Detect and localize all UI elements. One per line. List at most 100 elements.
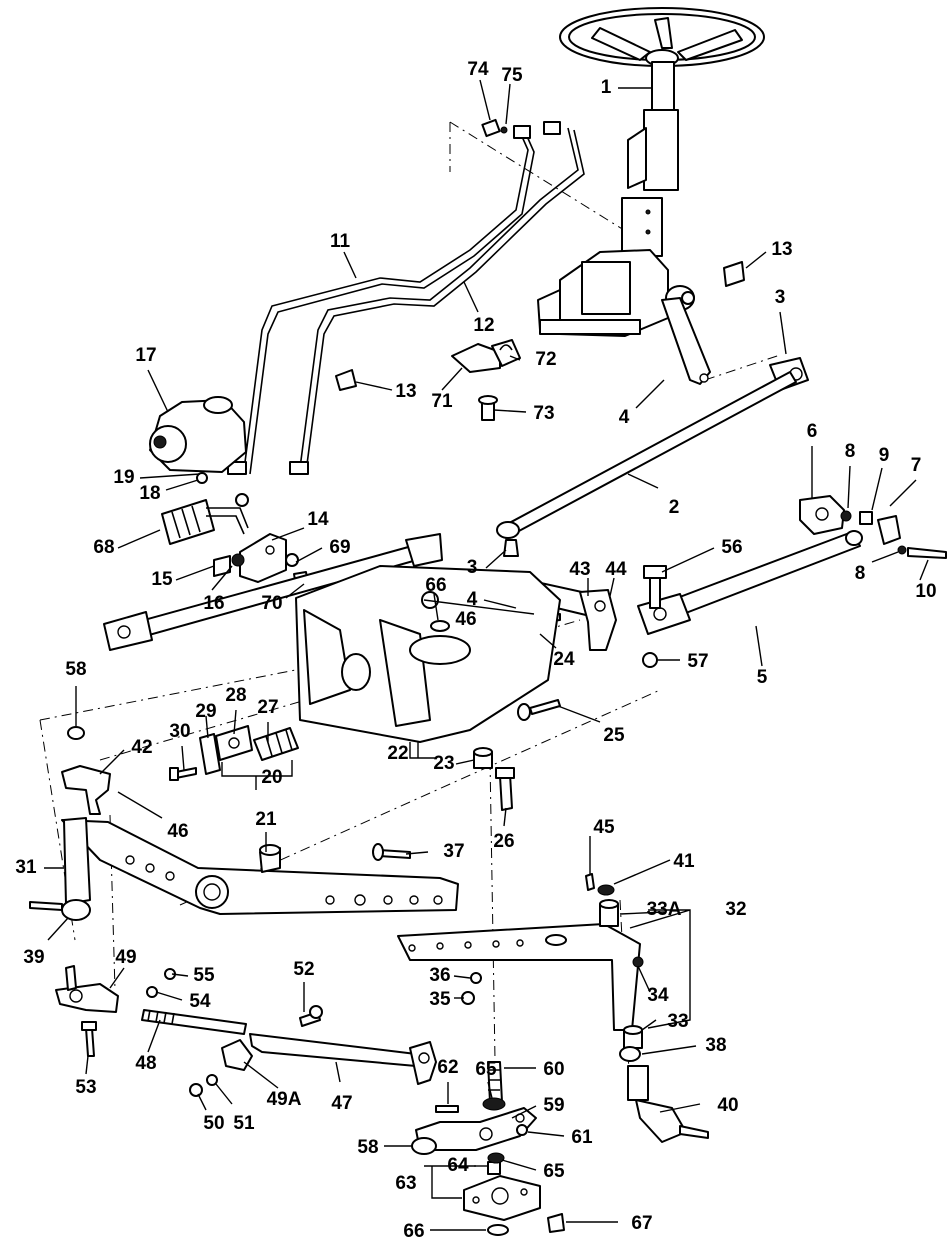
callout-31: 31: [15, 857, 37, 878]
clip-13-upper: [723, 261, 745, 287]
bolt-56: [643, 565, 667, 609]
center-arm-59: [415, 1107, 537, 1151]
threaded-rod-48: [141, 1009, 247, 1035]
callout-4: 4: [619, 407, 630, 428]
callout-68: 68: [93, 537, 114, 558]
fitting-74: [481, 118, 501, 138]
bolt-73: [478, 395, 498, 421]
callout-13: 13: [395, 381, 416, 402]
plug-66-lower: [487, 1224, 509, 1236]
callout-44: 44: [605, 559, 627, 580]
callout-21: 21: [255, 809, 277, 830]
washer-41-45: [585, 873, 615, 896]
callout-72: 72: [535, 349, 556, 370]
bushing-23: [473, 747, 493, 769]
callout-30: 30: [169, 721, 190, 742]
callout-48: 48: [135, 1053, 156, 1074]
callout-59: 59: [543, 1095, 564, 1116]
callout-70: 70: [261, 593, 282, 614]
drag-link-2: [496, 371, 797, 539]
callout-58: 58: [65, 659, 86, 680]
callout-53: 53: [75, 1077, 96, 1098]
callout-64: 64: [447, 1155, 469, 1176]
washer-38: [619, 1046, 641, 1062]
pitman-arm: [661, 297, 711, 385]
callout-29: 29: [195, 701, 216, 722]
hydraulic-line-12: [299, 127, 585, 473]
callout-47: 47: [331, 1093, 352, 1114]
callout-42: 42: [131, 737, 152, 758]
callout-1: 1: [601, 77, 612, 98]
washer-65-lower: [487, 1152, 505, 1164]
callout-73: 73: [533, 403, 554, 424]
callout-67: 67: [631, 1213, 652, 1234]
callouts: 1 2 3 3 4 4 5 6 7 8 8 9 10 11 12 13 13 1…: [15, 59, 936, 1242]
bolt-53: [81, 1021, 97, 1057]
washer-65-upper: [482, 1097, 506, 1111]
callout-50: 50: [203, 1113, 224, 1134]
callout-74: 74: [467, 59, 489, 80]
callout-17: 17: [135, 345, 156, 366]
clip-13-lower: [335, 369, 357, 391]
callout-35: 35: [429, 989, 451, 1010]
bushing-21: [259, 844, 281, 873]
steering-wheel: [559, 7, 765, 67]
bracket-6: [799, 495, 845, 535]
callout-23: 23: [433, 753, 454, 774]
fittings-54-55: [146, 968, 176, 998]
plug-66-upper: [430, 620, 450, 632]
callout-36: 36: [429, 965, 450, 986]
callout-41: 41: [673, 851, 695, 872]
callout-39: 39: [23, 947, 44, 968]
callout-57: 57: [687, 651, 708, 672]
bracket-14: [239, 533, 287, 583]
spindle-40: [627, 1065, 709, 1143]
callout-49: 49: [115, 947, 136, 968]
callout-5: 5: [757, 667, 768, 688]
bushing-64: [487, 1161, 501, 1175]
line-end-fittings: [227, 121, 561, 475]
callout-11: 11: [330, 231, 351, 252]
callout-46: 46: [167, 821, 188, 842]
filter-68: [161, 499, 249, 545]
leader-lines: [44, 79, 929, 1231]
nut-58-upper: [67, 726, 85, 740]
nuts-50-51: [189, 1074, 218, 1097]
callout-6: 6: [807, 421, 818, 442]
callout-13: 13: [771, 239, 792, 260]
ball-stud-3: [503, 539, 519, 557]
callout-3: 3: [467, 557, 478, 578]
front-axle-20: [61, 819, 459, 915]
bolt-37: [372, 843, 411, 861]
callout-58: 58: [357, 1137, 378, 1158]
callout-37: 37: [443, 841, 464, 862]
bolt-26: [495, 767, 515, 811]
axle-support-22: [295, 565, 561, 743]
callout-3: 3: [775, 287, 786, 308]
callout-71: 71: [431, 391, 453, 412]
callout-24: 24: [553, 649, 575, 670]
callout-49A: 49A: [267, 1089, 302, 1110]
callout-15: 15: [151, 569, 173, 590]
callout-46: 46: [455, 609, 476, 630]
arm-42: [61, 765, 111, 815]
callout-55: 55: [193, 965, 215, 986]
fitting-61: [516, 1124, 528, 1136]
callout-9: 9: [879, 445, 890, 466]
callout-33: 33: [667, 1011, 688, 1032]
callout-18: 18: [139, 483, 160, 504]
callout-52: 52: [293, 959, 314, 980]
callout-28: 28: [225, 685, 246, 706]
callout-34: 34: [647, 985, 669, 1006]
callout-10: 10: [915, 581, 936, 602]
callout-2: 2: [669, 497, 680, 518]
callout-16: 16: [203, 593, 224, 614]
plate-29: [199, 733, 221, 775]
callout-38: 38: [705, 1035, 726, 1056]
pivot-pin-27: [253, 727, 299, 761]
callout-56: 56: [721, 537, 742, 558]
fittings-15-16-69-70: [213, 553, 309, 587]
bolt-34: [632, 956, 644, 968]
callout-60: 60: [543, 1059, 564, 1080]
spindle-31-39: [29, 817, 91, 921]
